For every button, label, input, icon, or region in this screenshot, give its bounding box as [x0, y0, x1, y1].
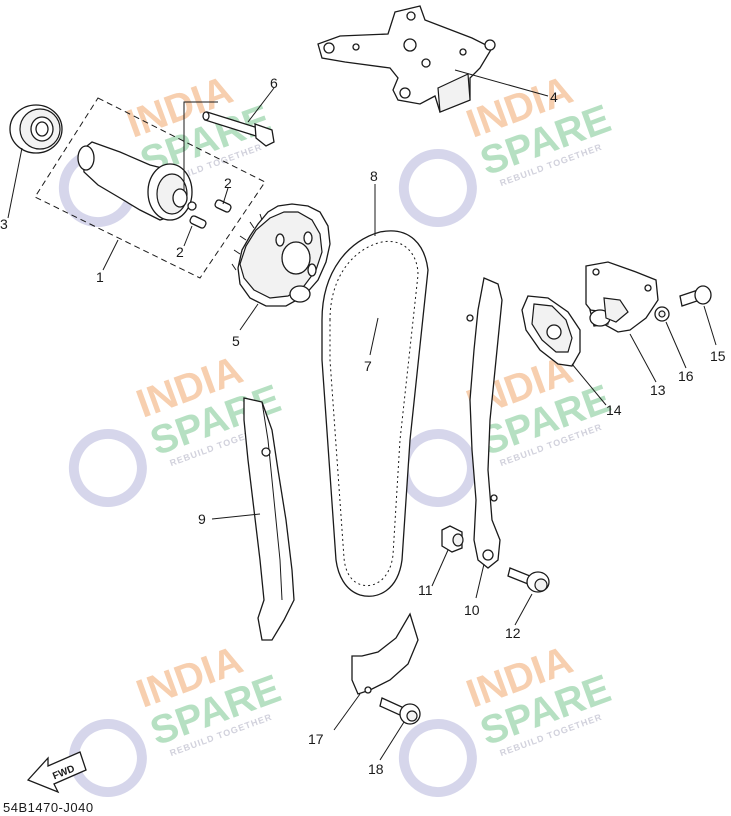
leader-line-18: [379, 721, 405, 761]
part-label-7[interactable]: 7: [364, 358, 372, 374]
leader-line-15: [703, 305, 717, 346]
leader-line-7: [369, 317, 379, 356]
leader-line-10: [475, 563, 485, 599]
part-label-12[interactable]: 12: [505, 625, 521, 641]
watermark-bottom-right: INDIA SPARE REBUILD TOGETHER: [398, 638, 616, 798]
watermark-logo-icon: [398, 719, 477, 798]
part-label-14[interactable]: 14: [606, 402, 622, 418]
leader-line-1: [102, 239, 119, 271]
part-label-17[interactable]: 17: [308, 731, 324, 747]
part-label-3[interactable]: 3: [0, 216, 8, 232]
leader-line-17: [333, 693, 361, 731]
fwd-arrow-icon: FWD: [26, 751, 87, 794]
leader-line-6b: [183, 101, 218, 190]
pin-shaft-part[interactable]: [202, 111, 275, 147]
part-label-4[interactable]: 4: [550, 89, 558, 105]
bearing-part[interactable]: [9, 104, 63, 154]
tensioner-bolt-part[interactable]: [679, 285, 712, 307]
leader-line-9: [211, 513, 261, 520]
collar-part[interactable]: [441, 525, 464, 553]
cam-chain-part[interactable]: [321, 230, 429, 597]
guide-bolt-part[interactable]: [507, 567, 550, 593]
leader-line-5: [239, 303, 259, 331]
part-label-11[interactable]: 11: [418, 582, 433, 598]
part-label-2a[interactable]: 2: [224, 175, 232, 191]
leader-line-11: [431, 549, 449, 587]
chain-guide-intake-part[interactable]: [243, 397, 295, 641]
leader-line-13: [629, 333, 657, 383]
dowel-pin-lower-part[interactable]: [189, 215, 207, 229]
part-label-13[interactable]: 13: [650, 382, 666, 398]
leader-line-2a: [222, 187, 229, 205]
tensioner-gasket-part[interactable]: [521, 295, 581, 367]
bracket-plate-part[interactable]: [317, 5, 496, 113]
chain-tensioner-part[interactable]: [585, 261, 659, 333]
leader-lines: [7, 69, 717, 761]
part-label-10[interactable]: 10: [464, 602, 480, 618]
leader-line-16: [665, 321, 687, 369]
leader-line-6: [247, 87, 275, 123]
watermark-logo-icon: [398, 149, 477, 228]
diagram-code: 54B1470-J040: [3, 800, 94, 815]
part-labels: 1 2 2 3 4 5 6 7 8 9 10 11 12 13 14 15 16…: [0, 75, 726, 777]
stopper-bolt-part[interactable]: [379, 697, 421, 725]
part-label-15[interactable]: 15: [710, 348, 726, 364]
part-label-5[interactable]: 5: [232, 333, 240, 349]
dowel-pin-upper-part[interactable]: [214, 199, 232, 213]
camshaft-assembly-outline: [34, 97, 266, 279]
camshaft-part[interactable]: [77, 141, 197, 221]
cam-sprocket-part[interactable]: [231, 203, 331, 307]
part-label-18[interactable]: 18: [368, 761, 384, 777]
part-label-9[interactable]: 9: [198, 511, 206, 527]
chain-guide-stopper-part[interactable]: [351, 612, 419, 695]
part-label-6[interactable]: 6: [270, 75, 278, 91]
leader-line-2b: [183, 225, 193, 247]
watermark-bottom-left: INDIA SPARE REBUILD TOGETHER: [68, 638, 286, 798]
part-label-1[interactable]: 1: [96, 269, 104, 285]
chain-guide-exhaust-part[interactable]: [466, 277, 503, 569]
leader-line-14: [571, 363, 607, 406]
leader-line-12: [514, 593, 533, 626]
part-label-2b[interactable]: 2: [176, 244, 184, 260]
washer-part[interactable]: [654, 306, 670, 322]
leader-line-4: [454, 69, 549, 97]
part-label-8[interactable]: 8: [370, 168, 378, 184]
watermark-logo-icon: [68, 429, 147, 508]
part-label-16[interactable]: 16: [678, 368, 694, 384]
leader-line-3: [7, 147, 23, 219]
